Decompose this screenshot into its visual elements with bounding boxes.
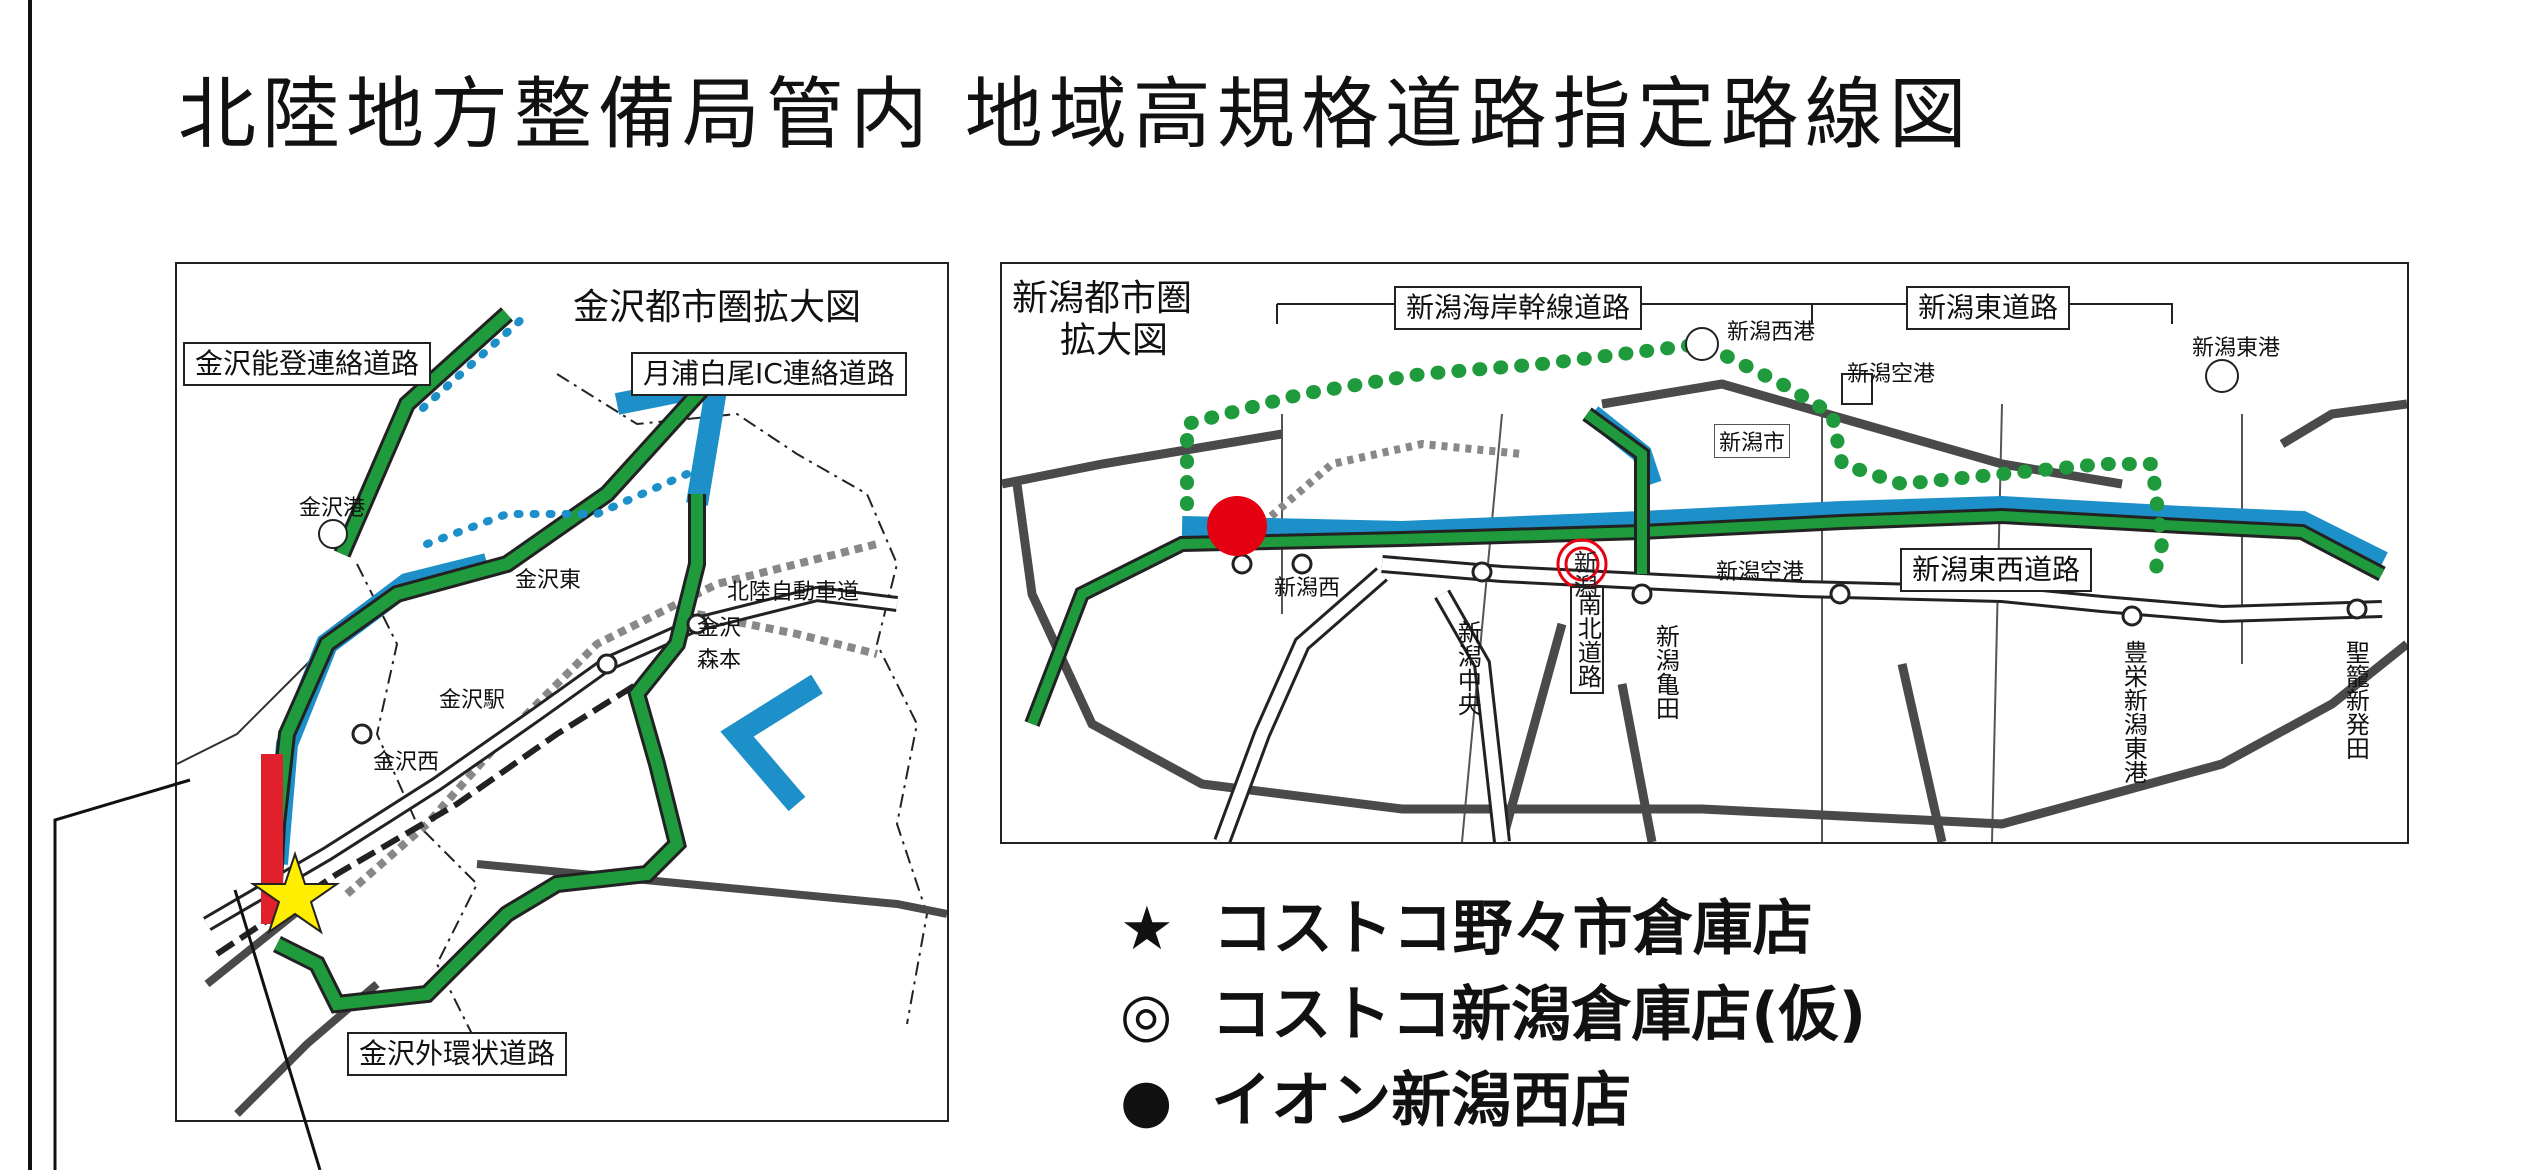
road-fill xyxy=(1216,569,1386,842)
place-niigata-nishi: 新潟西 xyxy=(1274,576,1341,601)
interchange-marker xyxy=(2121,605,2143,627)
road-fill xyxy=(204,588,898,929)
place-kanazawa-port: 金沢港 xyxy=(299,496,366,521)
left-border-line xyxy=(28,0,32,1170)
thin-road xyxy=(1281,403,2243,842)
legend-text-aeon-niigata: イオン新潟西店 xyxy=(1211,1066,1632,1136)
green-route xyxy=(1584,409,1647,574)
blue-dotted-route xyxy=(423,470,691,548)
place-niigata-kameda: 新潟亀田 xyxy=(1651,624,1680,720)
place-niigata-airport: 新潟空港 xyxy=(1847,362,1936,387)
aeon-marker xyxy=(1207,496,1267,556)
place-niigata-west-port: 新潟西港 xyxy=(1727,320,1816,345)
place-seiro-shibata: 聖籠新発田 xyxy=(2341,640,2370,760)
green-route xyxy=(336,309,512,557)
double-circle-legend-icon: ◎ xyxy=(1120,980,1173,1050)
anchor-icon xyxy=(2205,359,2239,393)
legend-text-costco-niigata: コストコ新潟倉庫店(仮) xyxy=(1211,980,1867,1050)
route-label-kanazawa-noto: 金沢能登連絡道路 xyxy=(183,342,432,386)
gray-dotted-road xyxy=(1259,439,1523,528)
anchor-icon xyxy=(318,519,348,549)
costco-marker-label: 新潟 xyxy=(1569,550,1598,598)
place-kanazawa-east: 金沢東 xyxy=(515,568,582,593)
route-label-coastal: 新潟海岸幹線道路 xyxy=(1394,286,1643,330)
route-label-east-west: 新潟東西道路 xyxy=(1900,548,2093,592)
green-dotted-route xyxy=(1180,336,2170,591)
route-label-south-north: 南北道路 xyxy=(1570,586,1605,694)
route-label-east-road: 新潟東道路 xyxy=(1906,286,2071,330)
legend-item-costco-niigata: ◎ コストコ新潟倉庫店(仮) xyxy=(1120,966,1866,1053)
road-fill xyxy=(1436,591,1508,842)
gray-road xyxy=(2279,399,2407,448)
route-label-outer-ring: 金沢外環状道路 xyxy=(347,1032,568,1076)
interchange-marker xyxy=(1631,583,1653,605)
legend-text-costco-nonoichi: コストコ野々市倉庫店 xyxy=(1212,894,1813,964)
place-hoei-niigata-higashiko: 豊栄新潟東港 xyxy=(2119,640,2148,784)
boundary-line xyxy=(556,373,929,1025)
place-kanazawa-station: 金沢駅 xyxy=(439,688,506,713)
gray-road xyxy=(1497,622,1947,842)
leader-line xyxy=(53,778,191,1170)
star-legend-icon: ★ xyxy=(1120,894,1174,964)
kanazawa-map: 金沢都市圏拡大図 金沢能登連絡道路 月浦白尾IC連絡道路 金沢外環状道路 金沢港… xyxy=(175,262,949,1122)
interchange-marker xyxy=(596,653,618,675)
place-niigata-east-port: 新潟東港 xyxy=(2192,336,2281,361)
interchange-marker xyxy=(1829,583,1851,605)
kanazawa-map-title: 金沢都市圏拡大図 xyxy=(573,287,862,328)
place-niigata-chuo: 新潟中央 xyxy=(1453,620,1482,716)
legend-item-costco-nonoichi: ★ コストコ野々市倉庫店 xyxy=(1120,880,1813,967)
niigata-map: 新潟都市圏 拡大図 新潟海岸幹線道路 新潟東道路 新潟東西道路 新潟西港 新潟空… xyxy=(1000,262,2409,844)
interchange-marker xyxy=(686,613,708,635)
boundary-line xyxy=(356,563,479,1045)
interchange-marker xyxy=(2346,598,2368,620)
interchange-marker xyxy=(1291,553,1313,575)
blue-dotted-route xyxy=(419,314,527,412)
green-route xyxy=(1027,510,2385,726)
route-label-tsukiura: 月浦白尾IC連絡道路 xyxy=(631,352,907,396)
dot-legend-icon: ● xyxy=(1120,1066,1173,1136)
green-route xyxy=(274,494,703,1011)
place-morimoto: 金沢 森本 xyxy=(697,616,742,673)
interchange-marker xyxy=(1471,561,1493,583)
place-kanazawa-west: 金沢西 xyxy=(373,750,440,775)
niigata-map-title-line1: 新潟都市圏 xyxy=(1012,278,1193,319)
blue-road xyxy=(720,674,823,812)
airport-icon xyxy=(1841,373,1873,405)
niigata-map-title: 新潟都市圏 拡大図 xyxy=(1012,278,1192,362)
interchange-marker xyxy=(351,723,373,745)
place-niigata-airport-ic: 新潟空港 xyxy=(1716,560,1805,585)
page-title: 北陸地方整備局管内 地域高規格道路指定路線図 xyxy=(178,70,1973,160)
niigata-map-title-line2: 拡大図 xyxy=(1060,320,1169,361)
place-niigata-city: 新潟市 xyxy=(1714,424,1791,458)
gray-road xyxy=(1002,429,1283,489)
place-expressway: 北陸自動車道 xyxy=(727,580,860,605)
costco-niigata-marker-inner xyxy=(1564,546,1600,582)
anchor-icon xyxy=(1685,327,1719,361)
interchange-marker xyxy=(1231,553,1253,575)
legend-item-aeon-niigata: ● イオン新潟西店 xyxy=(1120,1052,1631,1139)
railway-dotted xyxy=(344,540,878,898)
